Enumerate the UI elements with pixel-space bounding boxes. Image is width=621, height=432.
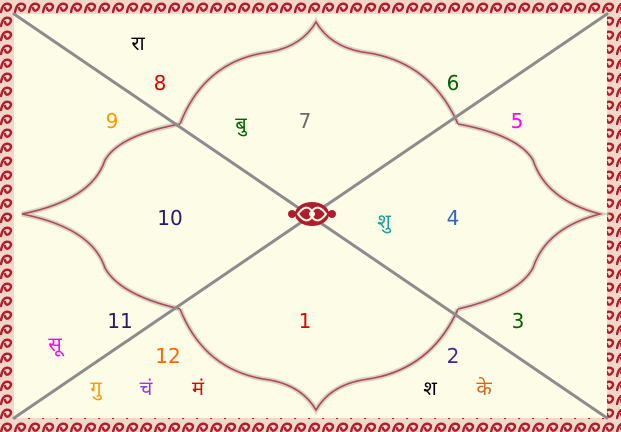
planet-mangal: मं — [192, 378, 204, 398]
house-number-5: 5 — [511, 111, 524, 131]
planet-guru: गु — [90, 378, 101, 398]
house-number-7: 7 — [299, 111, 312, 131]
house-number-1: 1 — [299, 311, 312, 331]
house-number-6: 6 — [447, 73, 460, 93]
planet-ketu: के — [476, 378, 491, 398]
house-number-3: 3 — [512, 311, 525, 331]
planet-shukra: शु — [377, 211, 391, 231]
planet-surya: सू — [48, 334, 62, 354]
house-number-2: 2 — [447, 346, 460, 366]
house-number-9: 9 — [106, 111, 119, 131]
house-number-8: 8 — [154, 73, 167, 93]
planet-budh: बु — [235, 114, 246, 134]
house-number-4: 4 — [447, 208, 460, 228]
house-number-12: 12 — [155, 346, 180, 366]
planet-rahu: रा — [131, 33, 144, 53]
house-number-10: 10 — [157, 208, 182, 228]
planet-shani: श — [423, 378, 437, 398]
planet-chandra: चं — [140, 378, 153, 398]
house-number-11: 11 — [107, 311, 132, 331]
